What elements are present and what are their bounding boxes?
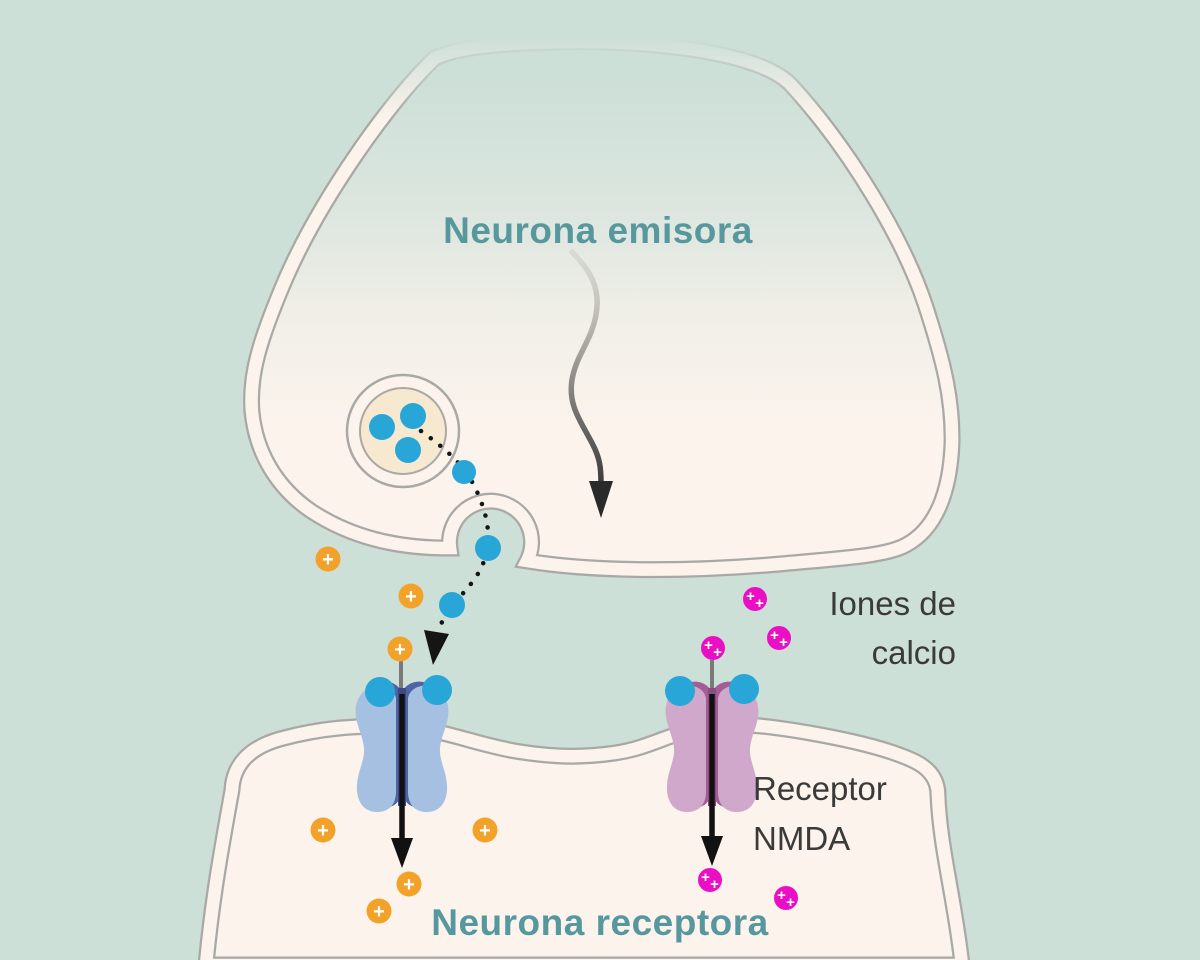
calcium-ion: ++ xyxy=(701,636,725,661)
calcium-ions-label-line1: Iones de xyxy=(829,585,956,622)
neurotransmitter-dot xyxy=(665,676,695,706)
neurotransmitter-dot xyxy=(400,403,426,429)
presynaptic-membrane-inner-line xyxy=(245,35,959,576)
neurotransmitter-release-path xyxy=(418,428,501,665)
positive-ion: + xyxy=(387,636,413,662)
plus-symbol: + xyxy=(479,820,491,842)
plus-symbol: + xyxy=(746,588,755,605)
positive-ions: + + + + + + + xyxy=(310,546,498,924)
plus-symbol: + xyxy=(704,637,713,654)
ion-flow-arrowhead xyxy=(391,838,413,868)
nmda-receptor-label-line1: Receptor xyxy=(753,770,887,807)
positive-ion: + xyxy=(396,871,422,897)
neurotransmitter-dot xyxy=(439,592,465,618)
action-potential-arrowhead xyxy=(589,481,613,518)
receiver-neuron-label: Neurona receptora xyxy=(431,902,769,943)
plus-symbol: + xyxy=(777,887,786,904)
ion-channel-receptor xyxy=(355,652,452,868)
positive-ion: + xyxy=(315,546,341,572)
plus-symbol: + xyxy=(786,894,795,911)
positive-ion: + xyxy=(472,817,498,843)
nmda-receptor-label-line2: NMDA xyxy=(753,820,850,857)
plus-symbol: + xyxy=(770,627,779,644)
plus-symbol: + xyxy=(713,644,722,661)
vesicle-inner-membrane xyxy=(359,387,447,475)
calcium-ion: ++ xyxy=(743,587,767,612)
plus-symbol: + xyxy=(317,820,329,842)
positive-ion: + xyxy=(310,817,336,843)
neurotransmitter-dot xyxy=(729,674,759,704)
calcium-ion: ++ xyxy=(698,868,722,893)
calcium-flow-arrowhead xyxy=(701,836,723,866)
calcium-ions-label-line2: calcio xyxy=(872,634,956,671)
calcium-ions: ++ ++ ++ ++ ++ xyxy=(698,587,798,911)
plus-symbol: + xyxy=(779,634,788,651)
neurotransmitter-dot xyxy=(452,460,476,484)
plus-symbol: + xyxy=(394,639,406,661)
plus-symbol: + xyxy=(405,586,417,608)
calcium-ion: ++ xyxy=(767,626,791,651)
positive-ion: + xyxy=(366,898,392,924)
action-potential-arrow xyxy=(568,249,613,518)
dotted-path-arrowhead xyxy=(424,630,449,665)
positive-ion: + xyxy=(398,583,424,609)
synaptic-vesicle xyxy=(345,373,461,489)
calcium-ion: ++ xyxy=(774,886,798,911)
neurotransmitter-dot xyxy=(369,414,395,440)
action-potential-line xyxy=(568,249,604,486)
plus-symbol: + xyxy=(701,869,710,886)
plus-symbol: + xyxy=(373,901,385,923)
plus-symbol: + xyxy=(710,876,719,893)
sender-neuron-label: Neurona emisora xyxy=(443,210,753,251)
neurotransmitter-dot xyxy=(395,437,421,463)
nmda-receptor xyxy=(665,660,759,866)
neurotransmitter-dot xyxy=(422,675,452,705)
plus-symbol: + xyxy=(755,595,764,612)
plus-symbol: + xyxy=(403,874,415,896)
neurotransmitter-dot xyxy=(475,535,501,561)
neurotransmitter-dot xyxy=(365,677,395,707)
plus-symbol: + xyxy=(322,549,334,571)
